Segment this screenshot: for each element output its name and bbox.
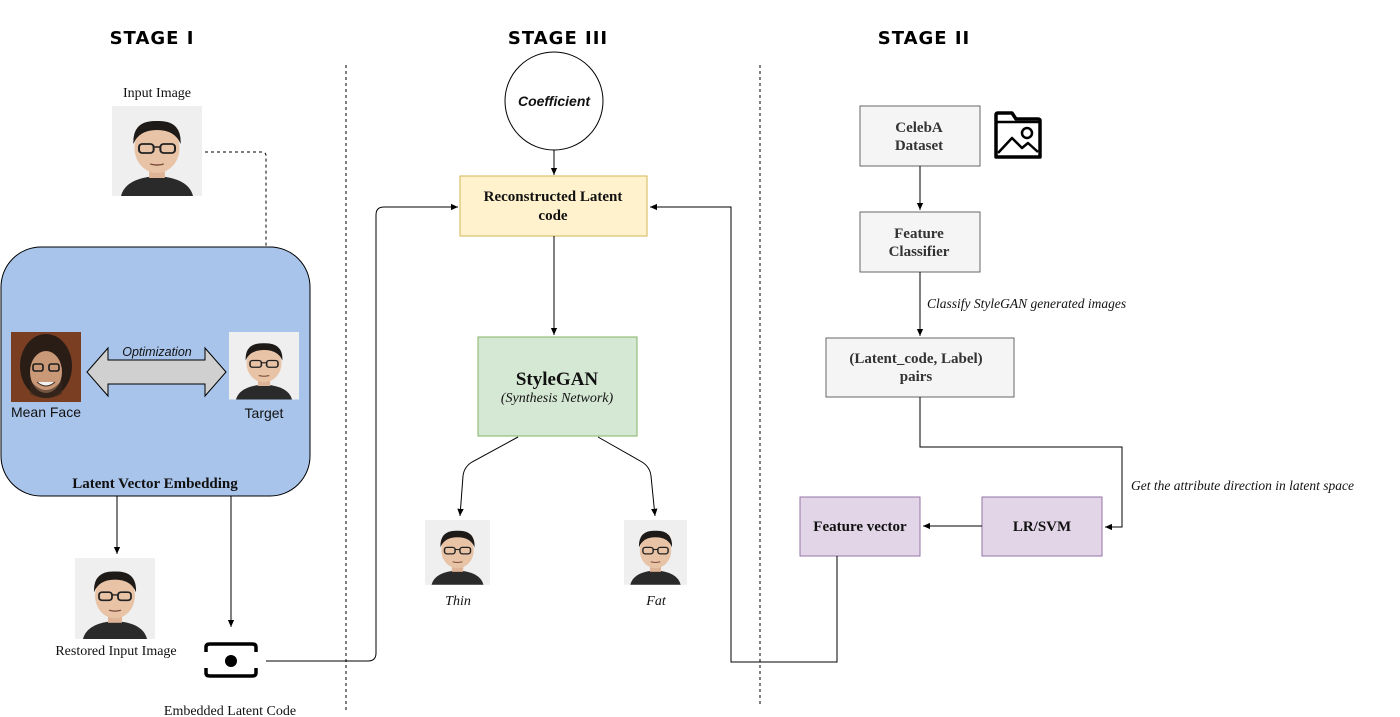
direction-note: Get the attribute direction in latent sp… [1131,478,1354,493]
lr-svm-box [981,496,1103,557]
celeba-line1: CelebA [895,120,943,136]
coefficient-label: Coefficient [518,93,591,109]
restored-input-image [74,557,156,640]
stylegan-box [477,336,638,437]
mean-face-label: Mean Face [11,404,81,420]
eye-icon [204,642,258,678]
stage-2-title: STAGE II [878,28,971,49]
arrow-to-fat [597,436,658,517]
embedded-code-label: Embedded Latent Code [164,704,296,717]
reconstructed-line2: code [538,208,568,224]
input-image-label: Input Image [123,86,191,101]
restored-label: Restored Input Image [55,644,176,659]
target-label: Target [245,405,284,421]
pairs-line2: pairs [900,369,933,385]
arrow-embedded-to-reconstructed [266,203,458,662]
stage-1-title: STAGE I [110,28,195,49]
embedding-box-label: Latent Vector Embedding [72,476,238,492]
classify-note: Classify StyleGAN generated images [927,296,1126,311]
folder-image-icon [994,111,1042,159]
stylegan-subtitle: (Synthesis Network) [501,391,614,406]
input-image [110,104,204,198]
feature-vector-label: Feature vector [813,519,907,535]
latent-label-pairs-box [825,337,1015,398]
arrow-pairs-to-lrsvm [919,397,1123,531]
celeba-line2: Dataset [895,138,943,154]
reconstructed-latent-box [459,175,648,237]
classifier-line2: Classifier [889,244,950,260]
optimization-double-arrow [86,346,227,398]
optimization-label: Optimization [122,345,192,359]
pairs-line1: (Latent_code, Label) [849,351,982,367]
celeba-dataset-box [859,105,981,167]
feature-classifier-box [859,211,981,273]
stylegan-title: StyleGAN [516,369,599,390]
arrow-feature-vector-to-reconstructed [650,203,838,663]
feature-vector-box [799,496,921,557]
target-image [228,331,300,401]
stage-3-title: STAGE III [508,28,608,49]
arrow-to-thin [457,436,519,517]
fat-face-image [623,519,688,586]
input-target-connector [205,151,267,330]
thin-face-image [424,519,491,586]
lrsvm-label: LR/SVM [1013,519,1071,535]
mean-face-image [11,332,81,402]
classifier-line1: Feature [894,226,944,242]
fat-label: Fat [645,594,667,609]
reconstructed-line1: Reconstructed Latent [484,189,623,205]
thin-label: Thin [445,594,471,609]
